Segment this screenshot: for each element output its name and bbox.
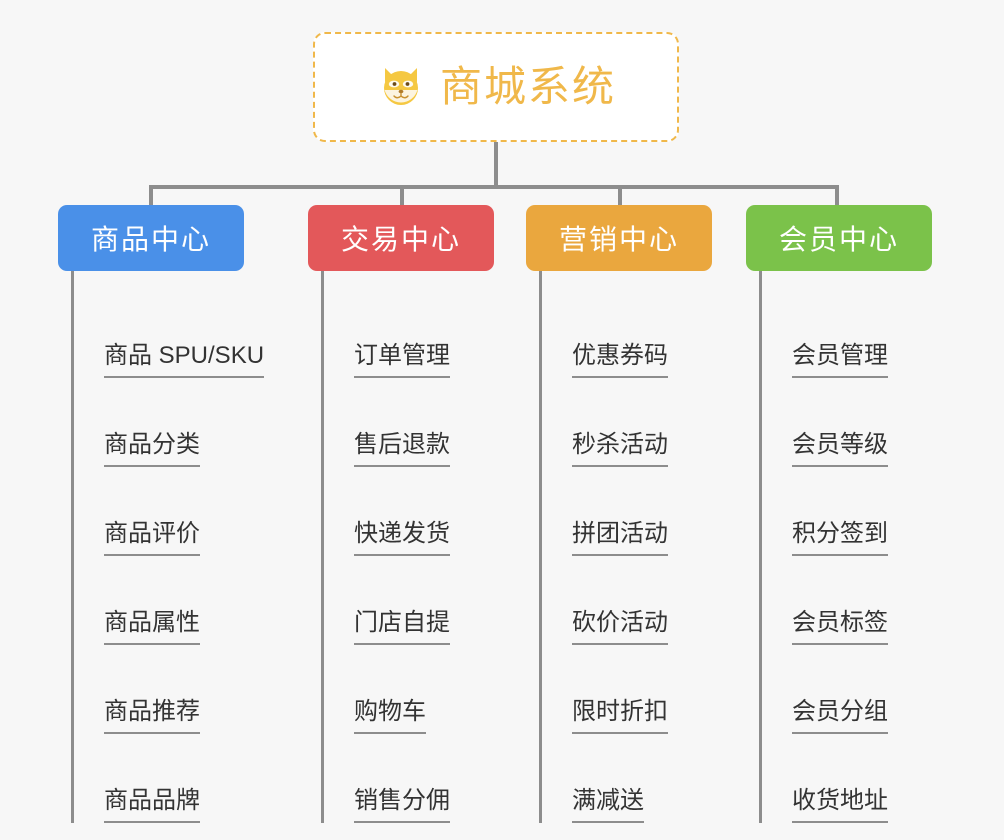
leaf-label: 限时折扣 — [572, 698, 668, 734]
branch-label: 商品中心 — [90, 224, 211, 255]
list-item[interactable]: 会员分组 — [746, 645, 932, 734]
list-item[interactable]: 商品 SPU/SKU — [58, 289, 265, 378]
root-node[interactable]: 商城系统 — [313, 32, 679, 142]
list-item[interactable]: 商品属性 — [58, 556, 264, 645]
list-item[interactable]: 会员等级 — [746, 378, 932, 467]
list-item[interactable]: 收货地址 — [746, 734, 932, 823]
leaf-label: 商品推荐 — [104, 698, 200, 734]
leaf-label: 快递发货 — [354, 520, 450, 556]
leaf-label: 秒杀活动 — [572, 431, 668, 467]
branch-product-center: 商品中心 商品 SPU/SKU 商品分类 商品评价 商品属性 商品推荐 商品品牌 — [58, 205, 265, 823]
leaf-label: 满减送 — [572, 787, 644, 823]
branch-spine — [539, 271, 542, 823]
leaf-label: 商品评价 — [104, 520, 200, 556]
list-item[interactable]: 商品评价 — [58, 467, 264, 556]
leaf-label: 会员管理 — [792, 342, 888, 378]
list-item[interactable]: 商品分类 — [58, 378, 264, 467]
leaf-label: 拼团活动 — [572, 520, 668, 556]
leaf-label: 会员标签 — [792, 609, 888, 645]
connector-root-stem — [494, 142, 498, 187]
leaf-label: 销售分佣 — [354, 787, 450, 823]
branch-header-product-center[interactable]: 商品中心 — [58, 205, 244, 271]
leaf-label: 会员分组 — [792, 698, 888, 734]
leaf-label: 售后退款 — [354, 431, 450, 467]
leaf-label: 会员等级 — [792, 431, 888, 467]
connector-drop-3 — [618, 185, 622, 207]
leaf-label: 砍价活动 — [572, 609, 668, 645]
leaf-label: 商品分类 — [104, 431, 200, 467]
list-item[interactable]: 快递发货 — [308, 467, 494, 556]
list-item[interactable]: 商品品牌 — [58, 734, 264, 823]
connector-drop-1 — [149, 185, 153, 207]
list-item[interactable]: 限时折扣 — [526, 645, 712, 734]
branch-label: 会员中心 — [778, 224, 899, 255]
branch-header-member-center[interactable]: 会员中心 — [746, 205, 932, 271]
list-item[interactable]: 会员管理 — [746, 289, 932, 378]
branch-header-trade-center[interactable]: 交易中心 — [308, 205, 494, 271]
connector-drop-4 — [835, 185, 839, 207]
leaf-label: 商品属性 — [104, 609, 200, 645]
leaf-label: 积分签到 — [792, 520, 888, 556]
list-item[interactable]: 秒杀活动 — [526, 378, 712, 467]
connector-bus — [149, 185, 839, 189]
leaf-label: 商品 SPU/SKU — [104, 342, 265, 378]
branch-spine — [71, 271, 74, 823]
list-item[interactable]: 商品推荐 — [58, 645, 264, 734]
branch-trade-center: 交易中心 订单管理 售后退款 快递发货 门店自提 购物车 销售分佣 — [308, 205, 494, 823]
branch-body-trade-center: 订单管理 售后退款 快递发货 门店自提 购物车 销售分佣 — [308, 271, 494, 823]
list-item[interactable]: 拼团活动 — [526, 467, 712, 556]
branch-spine — [759, 271, 762, 823]
branch-label: 交易中心 — [340, 224, 461, 255]
list-item[interactable]: 门店自提 — [308, 556, 494, 645]
list-item[interactable]: 售后退款 — [308, 378, 494, 467]
list-item[interactable]: 积分签到 — [746, 467, 932, 556]
branch-label: 营销中心 — [558, 224, 679, 255]
list-item[interactable]: 购物车 — [308, 645, 494, 734]
root-title: 商城系统 — [439, 63, 616, 110]
leaf-label: 门店自提 — [354, 609, 450, 645]
branch-member-center: 会员中心 会员管理 会员等级 积分签到 会员标签 会员分组 收货地址 — [746, 205, 932, 823]
branch-body-marketing-center: 优惠券码 秒杀活动 拼团活动 砍价活动 限时折扣 满减送 — [526, 271, 712, 823]
list-item[interactable]: 订单管理 — [308, 289, 494, 378]
leaf-label: 优惠券码 — [572, 342, 668, 378]
list-item[interactable]: 优惠券码 — [526, 289, 712, 378]
leaf-label: 订单管理 — [354, 342, 450, 378]
list-item[interactable]: 满减送 — [526, 734, 712, 823]
branch-marketing-center: 营销中心 优惠券码 秒杀活动 拼团活动 砍价活动 限时折扣 满减送 — [526, 205, 712, 823]
list-item[interactable]: 砍价活动 — [526, 556, 712, 645]
list-item[interactable]: 销售分佣 — [308, 734, 494, 823]
branch-header-marketing-center[interactable]: 营销中心 — [526, 205, 712, 271]
branch-body-product-center: 商品 SPU/SKU 商品分类 商品评价 商品属性 商品推荐 商品品牌 — [58, 271, 265, 823]
branch-body-member-center: 会员管理 会员等级 积分签到 会员标签 会员分组 收货地址 — [746, 271, 932, 823]
list-item[interactable]: 会员标签 — [746, 556, 932, 645]
branch-spine — [321, 271, 324, 823]
leaf-label: 收货地址 — [792, 787, 888, 823]
connector-drop-2 — [400, 185, 404, 207]
leaf-label: 商品品牌 — [104, 787, 200, 823]
shiba-dog-face-icon — [376, 62, 426, 112]
leaf-label: 购物车 — [354, 698, 426, 734]
